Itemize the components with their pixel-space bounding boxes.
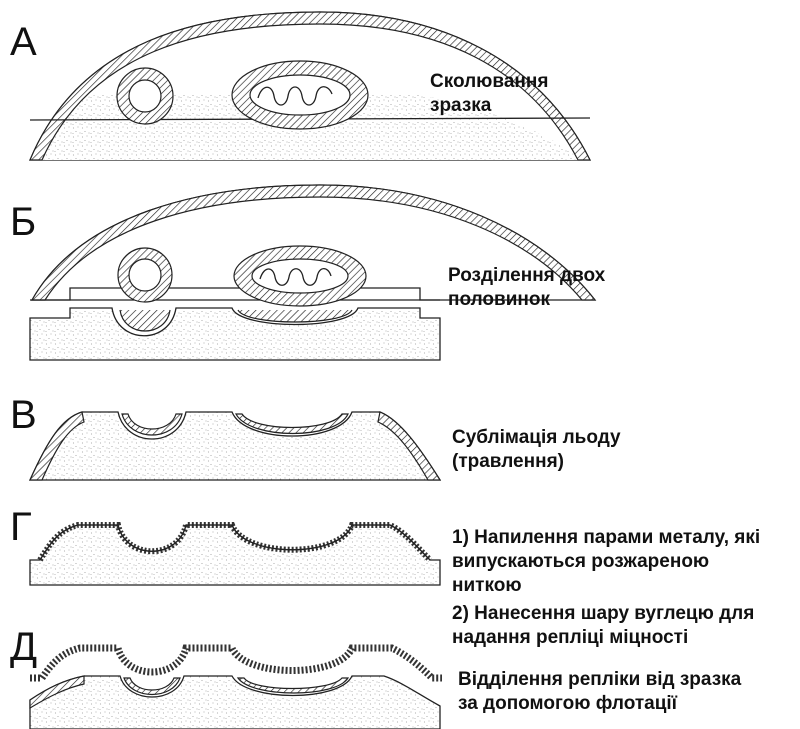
panel-e-drawing xyxy=(30,648,442,729)
caption-line: надання репліці міцності xyxy=(452,626,754,650)
panel-letter-e: Д xyxy=(10,627,37,667)
caption-line: (травлення) xyxy=(452,450,621,474)
caption-line: Розділення двох xyxy=(448,264,605,288)
caption-line: Сколювання xyxy=(430,70,548,94)
panel-a-vesicle-core xyxy=(129,80,161,112)
caption-line: Відділення репліки від зразка xyxy=(458,668,741,692)
caption-step-a: Сколювання зразка xyxy=(430,70,548,118)
caption-line: ниткою xyxy=(452,574,760,598)
caption-line: за допомогою флотації xyxy=(458,692,741,716)
caption-final-step: Відділення репліки від зразка за допомог… xyxy=(458,668,741,716)
caption-line: випускаються розжареною xyxy=(452,550,760,574)
panel-letter-b: Б xyxy=(10,202,36,242)
panel-e-floating-replica xyxy=(30,648,442,678)
panel-a-organelle-inner xyxy=(250,75,350,115)
panel-b-lower-pit xyxy=(120,310,170,331)
caption-line: половинок xyxy=(448,288,605,312)
panel-e-specimen xyxy=(30,676,440,729)
caption-line: Сублімація льоду xyxy=(452,426,621,450)
panel-b-organelle-inner xyxy=(252,259,348,293)
caption-line: зразка xyxy=(430,94,548,118)
caption-line: 2) Нанесення шару вуглецю для xyxy=(452,602,754,626)
panel-c-drawing xyxy=(30,412,440,480)
panel-letter-a: А xyxy=(10,22,37,62)
caption-step-c: Сублімація льоду (травлення) xyxy=(452,426,621,474)
caption-step-b: Розділення двох половинок xyxy=(448,264,605,312)
panel-b-vesicle-core xyxy=(129,259,161,291)
panel-d-drawing xyxy=(30,525,440,585)
panel-letter-d: Г xyxy=(10,507,32,547)
caption-line: 1) Напилення парами металу, які xyxy=(452,526,760,550)
caption-step-e: 2) Нанесення шару вуглецю для надання ре… xyxy=(452,602,754,650)
panel-letter-c: В xyxy=(10,395,37,435)
panel-b-lower-half xyxy=(30,308,440,360)
caption-step-d: 1) Напилення парами металу, які випускаю… xyxy=(452,526,760,598)
